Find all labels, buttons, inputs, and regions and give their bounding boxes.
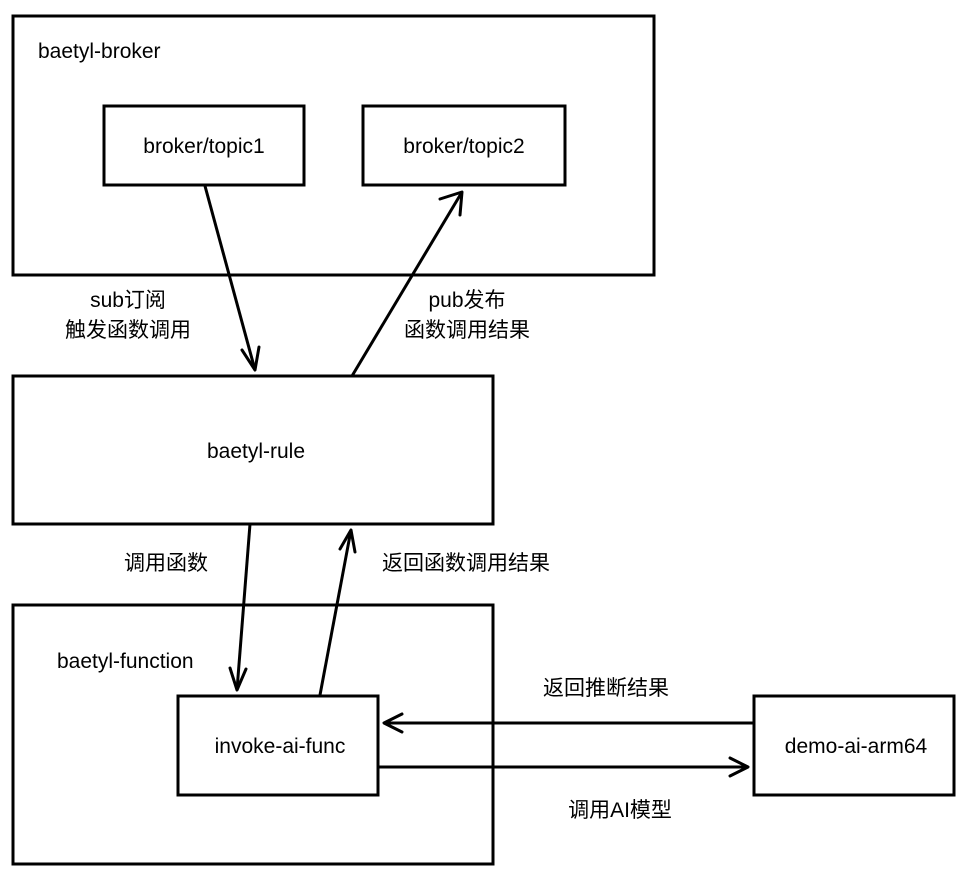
demo-ai-arm64-label: demo-ai-arm64: [785, 735, 928, 758]
sub-arrow-line: [203, 185, 257, 371]
pub-label-line1: pub发布: [428, 289, 505, 312]
pub-label-line2: 函数调用结果: [404, 319, 530, 342]
sub-arrow-head: [240, 345, 261, 372]
call-model-arrow-head: [728, 756, 750, 778]
pub-arrow-line: [350, 191, 464, 377]
invoke-ai-func-label: invoke-ai-func: [215, 735, 346, 758]
call-function-arrow-head: [228, 666, 248, 692]
baetyl-function-label: baetyl-function: [57, 650, 194, 673]
topic2-node: [361, 104, 567, 187]
baetyl-rule-node: [11, 374, 495, 526]
topic2-label: broker/topic2: [403, 135, 524, 158]
sub-label-line2: 触发函数调用: [65, 319, 191, 342]
topic1-label: broker/topic1: [143, 135, 264, 158]
call-function-arrow-line: [235, 523, 252, 691]
return-function-arrow-line: [318, 529, 353, 696]
baetyl-rule-label: baetyl-rule: [207, 440, 305, 463]
return-inference-arrow-head: [382, 712, 404, 734]
return-function-arrow-head: [338, 528, 357, 554]
sub-label-line1: sub订阅: [90, 289, 166, 312]
pub-arrow-head: [438, 190, 464, 217]
baetyl-broker-label: baetyl-broker: [38, 40, 161, 63]
topic1-node: [102, 104, 306, 187]
return-function-label: 返回函数调用结果: [382, 552, 550, 575]
call-function-label: 调用函数: [124, 552, 208, 575]
return-inference-label: 返回推断结果: [543, 677, 669, 700]
demo-ai-arm64-node: [752, 694, 956, 797]
call-model-label: 调用AI模型: [568, 799, 672, 822]
invoke-ai-func-node: [176, 694, 380, 797]
